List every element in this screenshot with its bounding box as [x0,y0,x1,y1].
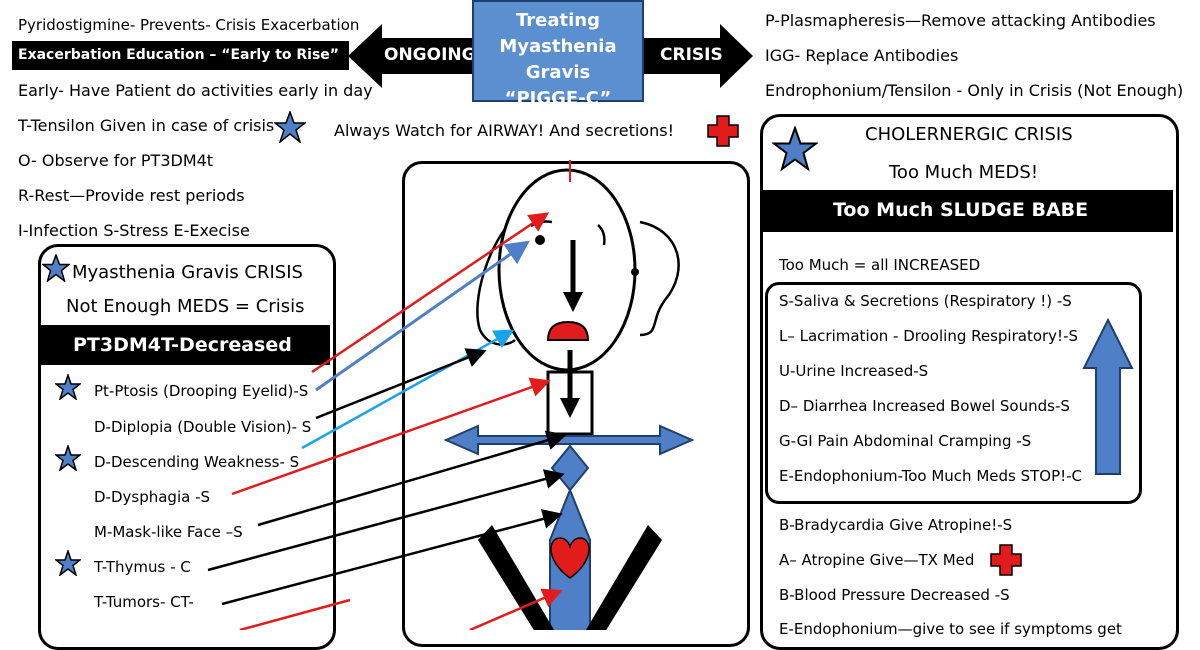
mg-item-dysphagia: D-Dysphagia -S [94,488,211,506]
star-icon [274,111,306,143]
mg-item-ptosis: Pt-Ptosis (Drooping Eyelid)-S [94,382,309,400]
babe-item-endophonium: E-Endophonium—give to see if symptoms ge… [779,620,1122,638]
airway-note: Always Watch for AIRWAY! And secretions! [334,121,674,140]
ongoing-arrow [348,24,478,88]
mg-crisis-subtitle: Not Enough MEDS = Crisis [66,296,305,317]
mg-crisis-title: Myasthenia Gravis CRISIS [72,262,303,283]
sludge-item-diarrhea: D– Diarrhea Increased Bowel Sounds-S [779,397,1070,415]
cholinergic-title: CHOLERNERGIC CRISIS [865,124,1073,145]
title-line-3: “PIGGE-C” [504,88,612,109]
mg-item-weakness: D-Descending Weakness- S [94,453,300,471]
mg-item-tumors: T-Tumors- CT- [94,593,194,611]
mg-item-thymus: T-Thymus - C [94,558,191,576]
mg-item-diplopia: D-Diplopia (Double Vision)- S [94,418,312,436]
main-title: Treating Myasthenia Gravis “PIGGE-C” [472,0,644,109]
sludge-box [765,282,1142,504]
ongoing-item-early: Early- Have Patient do activities early … [18,81,373,100]
crisis-arrow [638,24,753,88]
ongoing-item-infection: I-Infection S-Stress E-Execise [18,221,250,240]
star-icon [55,445,81,471]
mg-item-mask-face: M-Mask-like Face –S [94,523,243,541]
ongoing-item-tensilon: T-Tensilon Given in case of crisis [18,116,275,135]
star-icon [42,254,70,282]
mg-crisis-bar-label: PT3DM4T-Decreased [73,334,292,356]
title-line-1: Treating [515,10,600,31]
babe-item-bp: B-Blood Pressure Decreased -S [779,586,1010,604]
ongoing-arrow-label: ONGOING [384,45,476,65]
sludge-item-saliva: S-Saliva & Secretions (Respiratory !) -S [779,292,1072,310]
ongoing-item-observe: O- Observe for PT3DM4t [18,151,214,170]
crisis-arrow-label: CRISIS [660,45,723,65]
cholinergic-subtitle: Too Much MEDS! [889,162,1039,183]
star-icon [772,126,818,172]
red-cross-icon [990,544,1022,576]
education-bar-label: Exacerbation Education – “Early to Rise” [18,47,339,63]
cholinergic-note: Too Much = all INCREASED [779,256,981,274]
sludge-item-lacrimation: L– Lacrimation - Drooling Respiratory!-S [779,327,1079,345]
education-bar [12,41,349,70]
babe-item-bradycardia: B-Bradycardia Give Atropine!-S [779,516,1013,534]
sludge-item-gi: G-GI Pain Abdominal Cramping -S [779,432,1032,450]
crisis-item-plasmapheresis: P-Plasmapheresis—Remove attacking Antibo… [765,11,1156,30]
crisis-item-igg: IGG- Replace Antibodies [765,46,959,65]
star-icon [55,550,81,576]
red-cross-icon [707,115,739,147]
babe-item-atropine: A– Atropine Give—TX Med [779,551,975,569]
pyridostigmine-text: Pyridostigmine- Prevents- Crisis Exacerb… [18,16,360,34]
figure-box [402,161,750,647]
sludge-item-urine: U-Urine Increased-S [779,362,929,380]
mg-crisis-bar [40,325,330,365]
ongoing-item-rest: R-Rest—Provide rest periods [18,186,245,205]
cholinergic-bar [762,190,1173,232]
cholinergic-bar-label: Too Much SLUDGE BABE [833,199,1089,221]
sludge-item-endophonium: E-Endophonium-Too Much Meds STOP!-C [779,467,1083,485]
title-line-2: Myasthenia Gravis [499,36,617,83]
crisis-item-endrophonium: Endrophonium/Tensilon - Only in Crisis (… [765,81,1184,100]
increase-arrow-icon [1082,318,1134,475]
star-icon [55,374,81,400]
